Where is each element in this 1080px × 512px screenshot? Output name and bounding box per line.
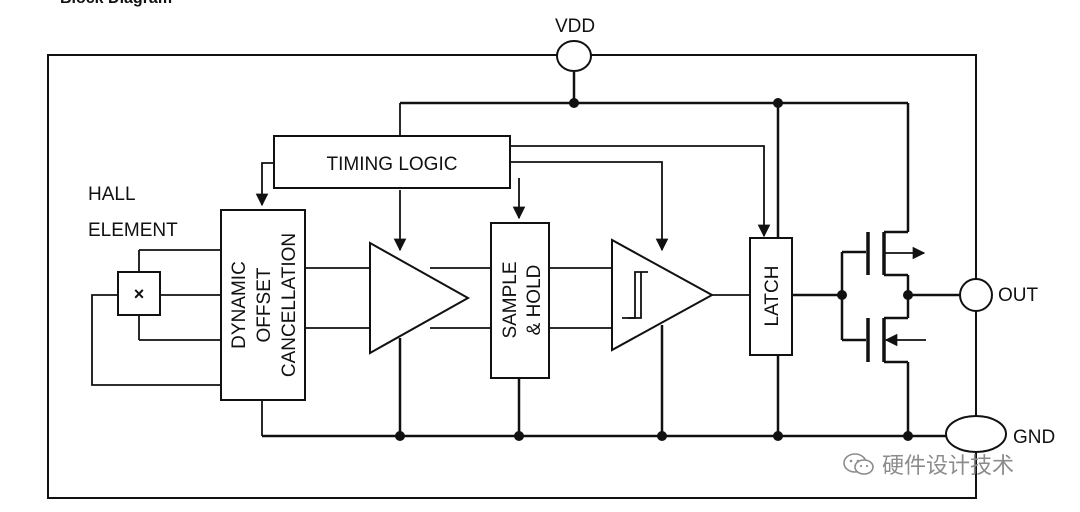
junction-dots <box>395 98 913 441</box>
out-pin <box>959 278 993 312</box>
vdd-label: VDD <box>555 16 595 37</box>
sample-hold-label-line1: SAMPLE <box>500 261 521 338</box>
amplifier <box>369 241 471 355</box>
watermark: 硬件设计技术 <box>842 448 1014 480</box>
wechat-icon <box>843 453 874 475</box>
doc-label-line2: OFFSET <box>254 267 275 342</box>
latch-block <box>749 237 793 356</box>
vdd-pin <box>556 40 592 72</box>
doc-label-line1: DYNAMIC <box>229 261 250 349</box>
sample-hold-label-line2: & HOLD <box>524 265 545 336</box>
diagram-heading: Block Diagram <box>60 0 172 8</box>
timing-logic-label: TIMING LOGIC <box>327 154 458 175</box>
out-label: OUT <box>998 285 1039 306</box>
gnd-pin <box>945 415 1007 453</box>
hall-element <box>117 271 161 316</box>
doc-label-line3: CANCELLATION <box>279 233 300 377</box>
dynamic-offset-cancellation-block <box>220 209 306 401</box>
element-label: ELEMENT <box>88 220 178 241</box>
watermark-text: 硬件设计技术 <box>882 454 1015 479</box>
sample-hold-block <box>490 222 550 379</box>
latch-label: LATCH <box>762 266 783 327</box>
gnd-label: GND <box>1013 427 1055 448</box>
chip-outline <box>47 54 977 499</box>
schmitt-comparator <box>611 238 715 352</box>
hall-label: HALL <box>88 184 136 205</box>
hall-symbol: × <box>134 284 145 304</box>
